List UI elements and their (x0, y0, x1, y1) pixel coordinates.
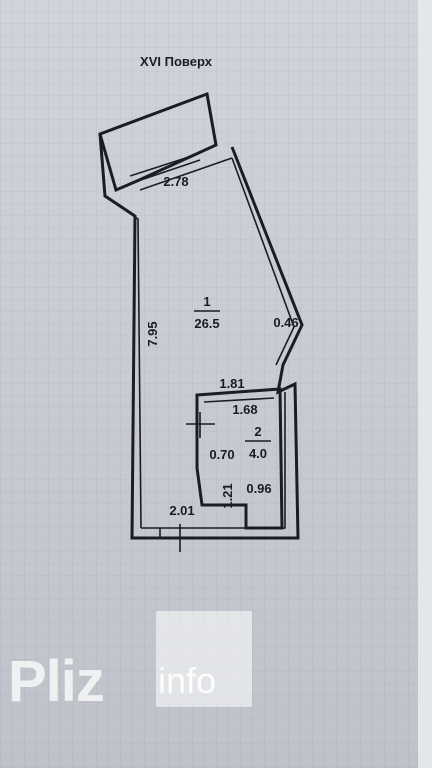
inner-left-wall (108, 198, 142, 529)
bathroom-outline (195, 387, 284, 530)
room-2-left-label: 0.70 (209, 447, 234, 462)
floor-title: XVI Поверх (140, 54, 213, 69)
room-2-right-label: 0.96 (246, 481, 271, 496)
room-2-top-label: 1.81 (219, 376, 244, 391)
inner-top-wall (139, 157, 233, 191)
watermark-box (156, 611, 252, 707)
balcony-door-line-2 (131, 159, 201, 184)
bathroom-inner-top (203, 397, 275, 403)
balcony-width-label: 2.78 (163, 174, 188, 189)
apartment-outline (98, 133, 304, 540)
watermark-suffix: info (158, 660, 217, 701)
room-2-height-label: 1.21 (220, 483, 235, 508)
inner-right-wall (231, 157, 295, 366)
room-1-number: 1 (203, 294, 210, 309)
scan-edge (418, 0, 432, 768)
balcony-door-line (129, 153, 199, 177)
inner-bottom-wall (141, 392, 286, 529)
room-2-inner-label: 1.68 (232, 402, 257, 417)
right-wall-label: 0.46 (273, 315, 298, 330)
watermark-brand: Pliz (8, 649, 105, 714)
room-2-number: 2 (254, 424, 261, 439)
room-1-area: 26.5 (194, 316, 219, 331)
room-2-area: 4.0 (249, 446, 267, 461)
bottom-wall-label: 2.01 (169, 503, 194, 518)
left-wall-label: 7.95 (145, 321, 160, 346)
balcony-outline (98, 91, 218, 193)
